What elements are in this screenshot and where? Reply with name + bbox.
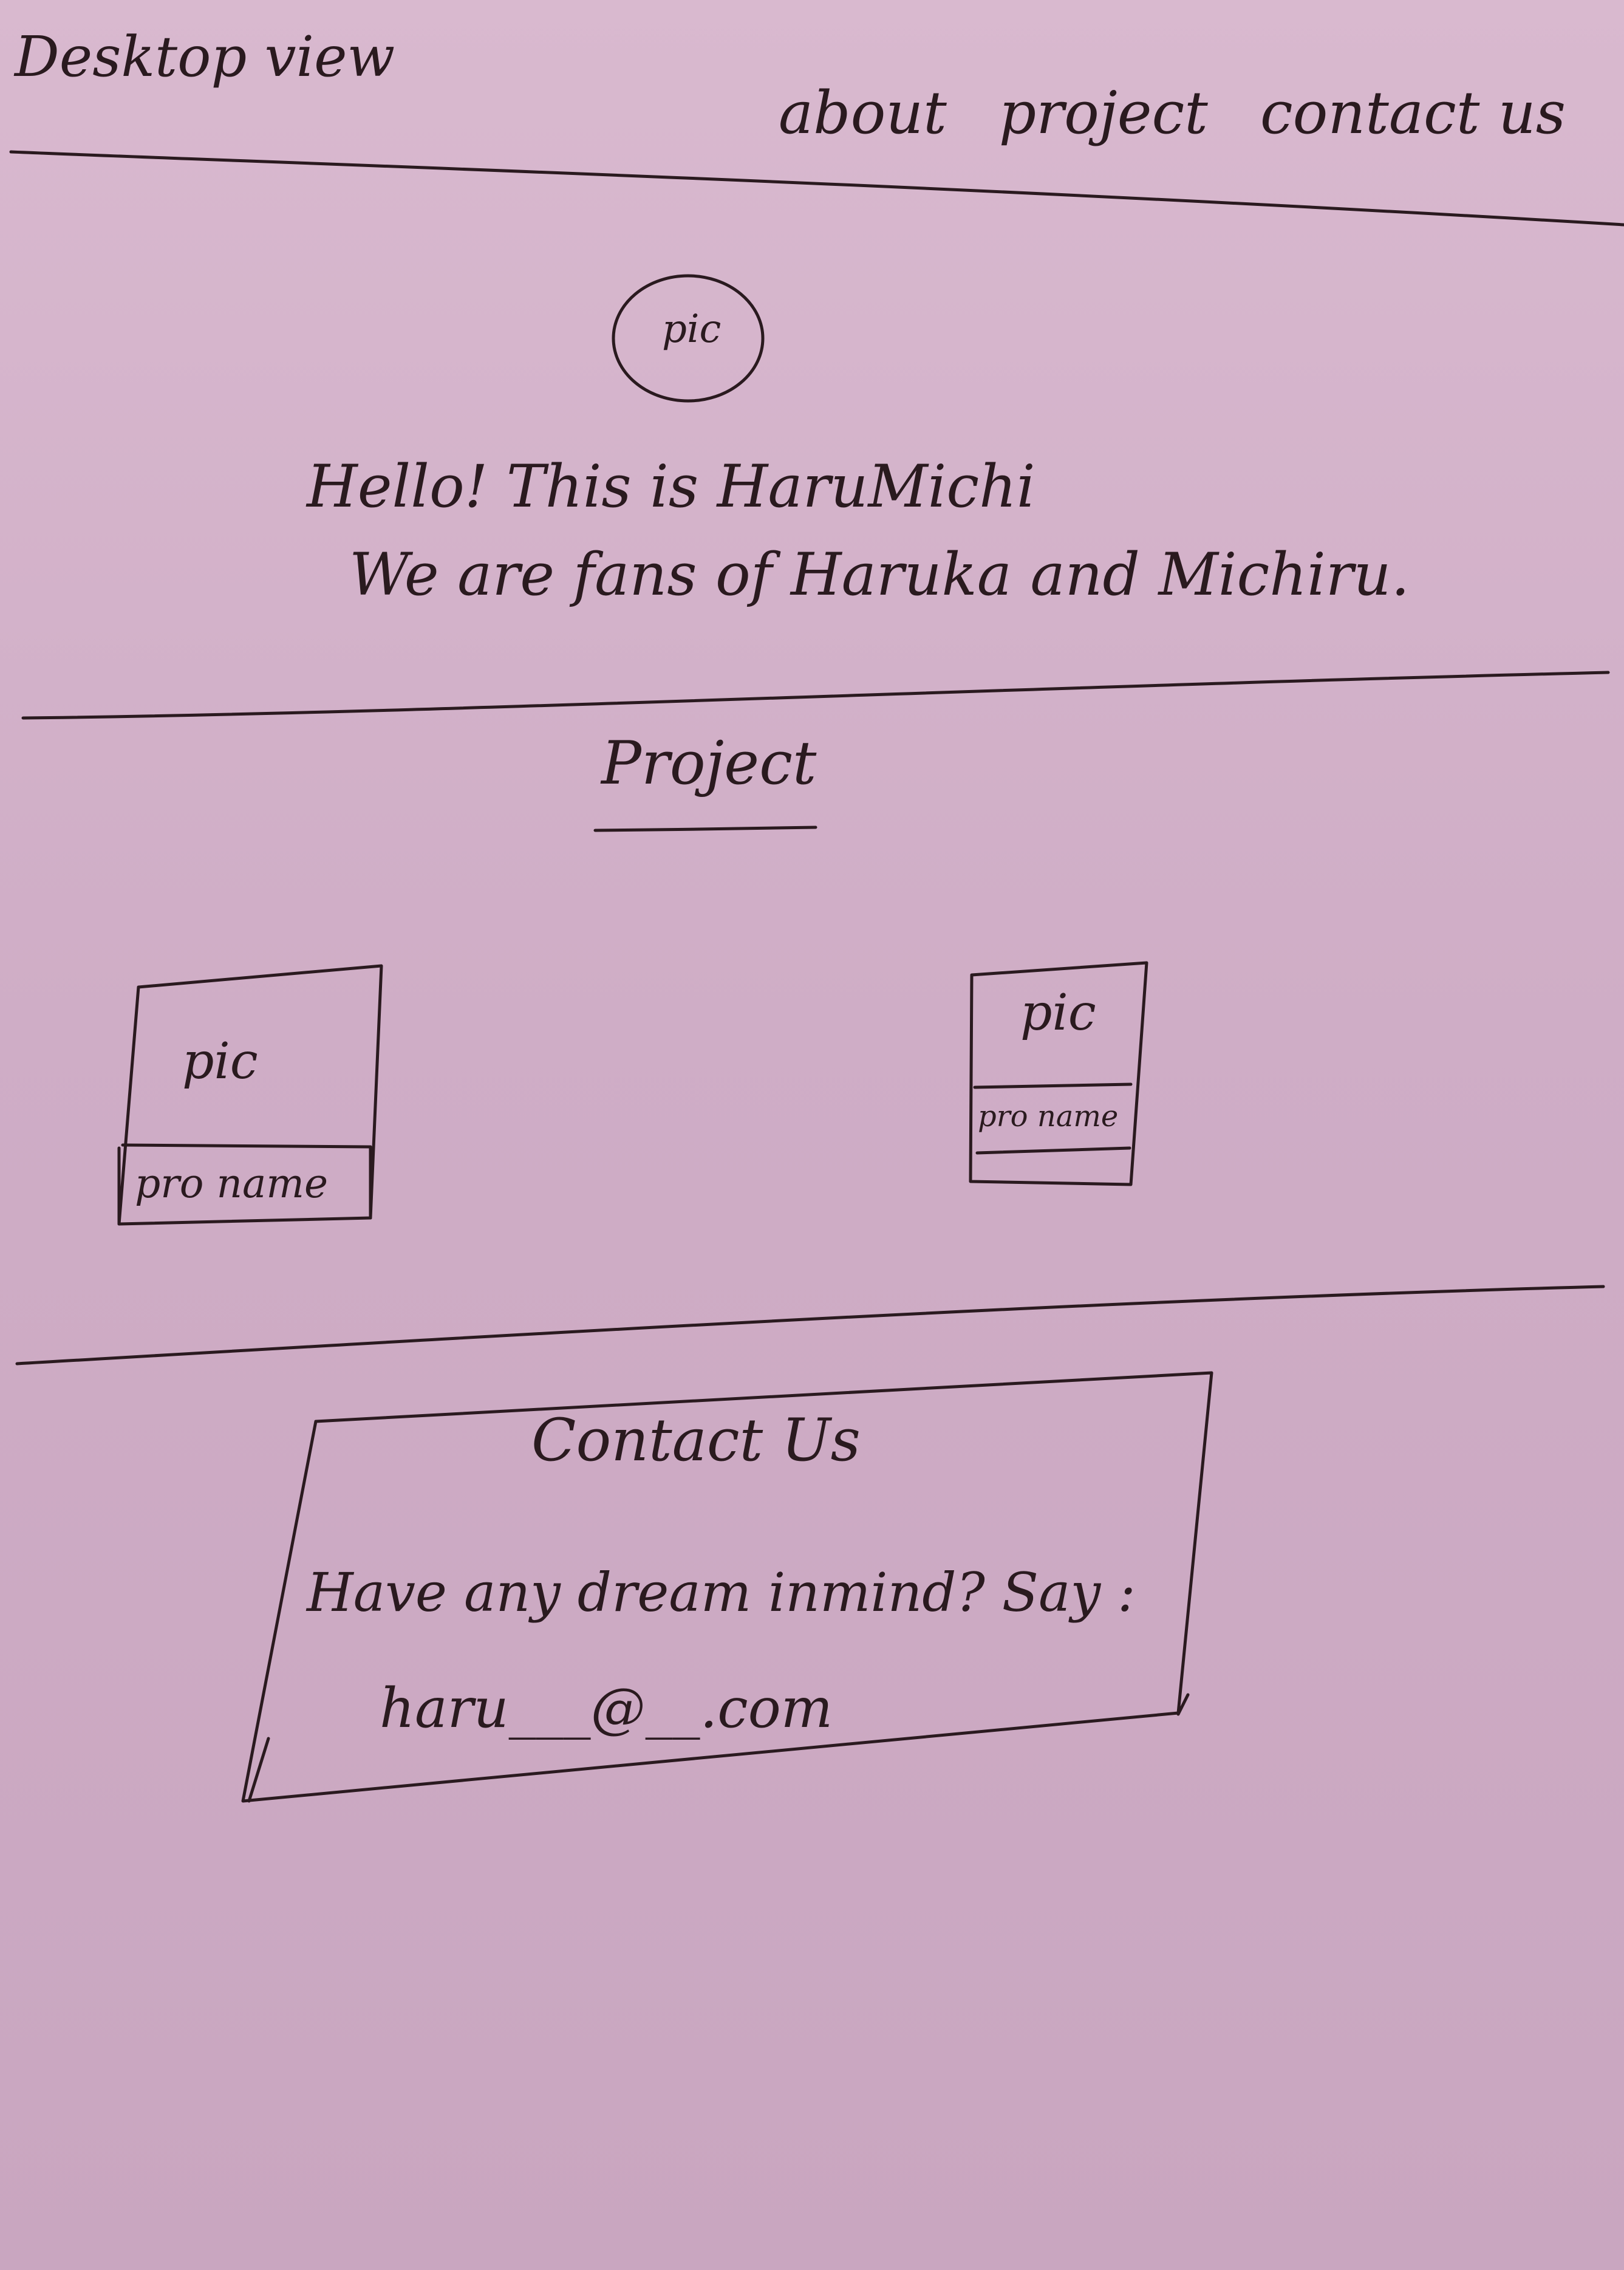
- contact-email[interactable]: haru___@__.com: [380, 1677, 833, 1740]
- top-nav: about project contact us: [779, 79, 1566, 147]
- project-title-underline: [593, 826, 817, 832]
- page-title: Desktop view: [15, 24, 395, 89]
- hero-description: We are fans of Haruka and Michiru.: [349, 541, 1410, 609]
- contact-box-tick: [1176, 1693, 1190, 1716]
- contact-title: Contact Us: [531, 1406, 861, 1474]
- project-card-2-name[interactable]: pro name: [978, 1099, 1119, 1133]
- project-card-1-name[interactable]: pro name: [135, 1160, 329, 1207]
- projects-divider: [15, 1285, 1605, 1366]
- nav-project[interactable]: project: [998, 79, 1208, 147]
- hero-greeting: Hello! This is HaruMichi: [307, 453, 1035, 521]
- project-card-2-bottom-line: [975, 1146, 1131, 1155]
- projects-title: Project: [601, 729, 817, 798]
- contact-message: Have any dream inmind? Say :: [307, 1561, 1136, 1624]
- project-card-1-pic-label: pic: [182, 1033, 258, 1090]
- project-card-2-separator: [973, 1082, 1133, 1089]
- avatar-pic-label: pic: [662, 307, 722, 352]
- nav-about[interactable]: about: [778, 79, 947, 147]
- project-card-1-separator: [121, 1143, 372, 1149]
- hero-divider: [21, 671, 1610, 720]
- contact-box-left-stroke: [247, 1737, 270, 1803]
- project-card-2-pic-label: pic: [1020, 984, 1096, 1042]
- header-divider: [9, 150, 1624, 227]
- nav-contact-us[interactable]: contact us: [1260, 79, 1566, 147]
